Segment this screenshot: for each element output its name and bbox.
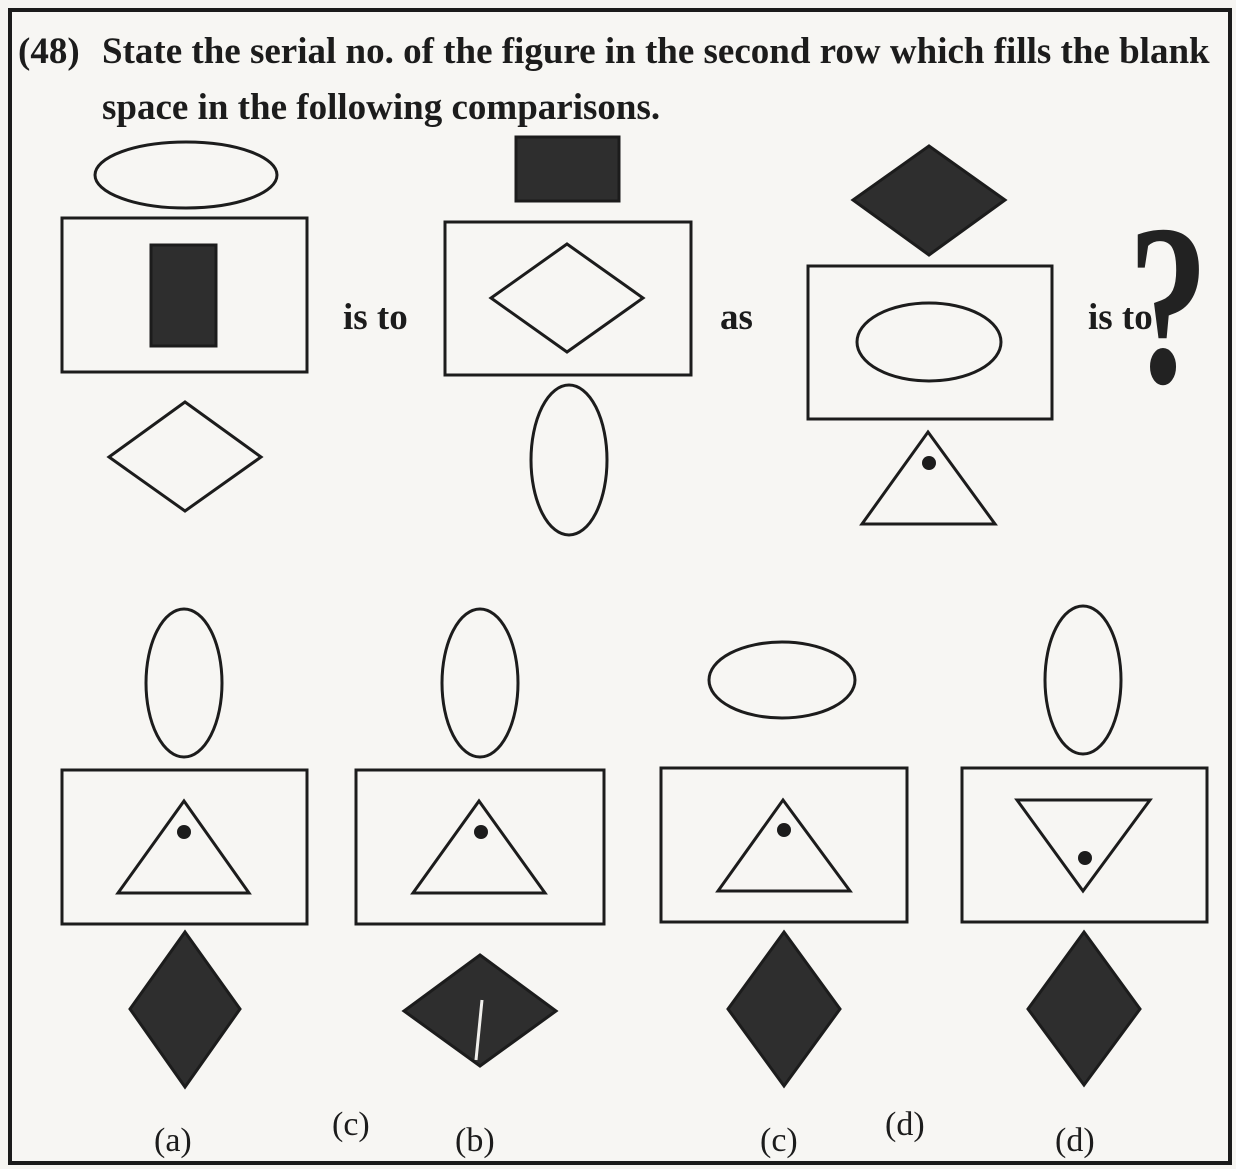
horizontal-ellipse-shape <box>93 140 279 210</box>
as-label: as <box>720 297 753 338</box>
answer-figure-b <box>354 607 606 1068</box>
filled-square-shape <box>514 135 621 203</box>
vertical-ellipse-shape <box>529 383 609 537</box>
filled-diamond-shape <box>1026 929 1142 1088</box>
option-label-a: (a) <box>154 1122 192 1159</box>
triangle-shape <box>715 797 853 893</box>
filled-diamond-shape <box>726 929 842 1089</box>
frame-rectangle-shape <box>659 766 909 924</box>
option-label-d-stray: (d) <box>885 1106 925 1143</box>
option-label-b: (b) <box>455 1122 495 1159</box>
vertical-ellipse-shape <box>1043 604 1123 756</box>
inverted-triangle-shape <box>1014 798 1153 894</box>
dot-shape <box>1078 851 1092 865</box>
question-number: (48) <box>18 31 80 72</box>
problem-figure-3 <box>806 144 1054 526</box>
triangle-shape <box>410 798 548 895</box>
vertical-ellipse-shape <box>144 607 224 759</box>
horizontal-ellipse-shape <box>707 640 857 720</box>
question-text: State the serial no. of the figure in th… <box>102 31 1210 128</box>
diamond-shape <box>106 400 264 513</box>
dot-shape <box>474 825 488 839</box>
frame-rectangle-shape <box>60 768 309 926</box>
dot-shape <box>777 823 791 837</box>
triangle-shape <box>115 798 252 895</box>
filled-diamond-shape <box>128 929 242 1090</box>
answer-figure-c <box>659 640 909 1089</box>
is-to-label-2: is to <box>1088 297 1153 338</box>
triangle-shape <box>859 429 998 526</box>
option-label-c-stray: (c) <box>332 1106 370 1143</box>
frame-rectangle-shape <box>354 768 606 926</box>
frame-rectangle-shape <box>806 264 1054 421</box>
horizontal-ellipse-shape <box>855 301 1003 383</box>
filled-diamond-shape <box>850 144 1008 257</box>
question-mark: ? <box>1128 177 1209 432</box>
frame-rectangle-shape <box>960 766 1209 924</box>
is-to-label-1: is to <box>343 297 408 338</box>
dot-shape <box>922 456 936 470</box>
crease-mark-shape <box>474 999 484 1061</box>
answer-figure-a <box>60 607 309 1090</box>
diamond-shape <box>488 242 646 354</box>
frame-rectangle-shape <box>443 220 693 377</box>
problem-figure-1 <box>60 140 309 513</box>
dot-shape <box>177 825 191 839</box>
filled-vertical-rectangle-shape <box>149 243 218 348</box>
vertical-ellipse-shape <box>440 607 520 759</box>
problem-figure-2 <box>443 135 693 537</box>
option-label-d: (d) <box>1055 1122 1095 1159</box>
option-label-c: (c) <box>760 1122 798 1159</box>
answer-figure-d <box>960 604 1209 1088</box>
frame-rectangle-shape <box>60 216 309 374</box>
